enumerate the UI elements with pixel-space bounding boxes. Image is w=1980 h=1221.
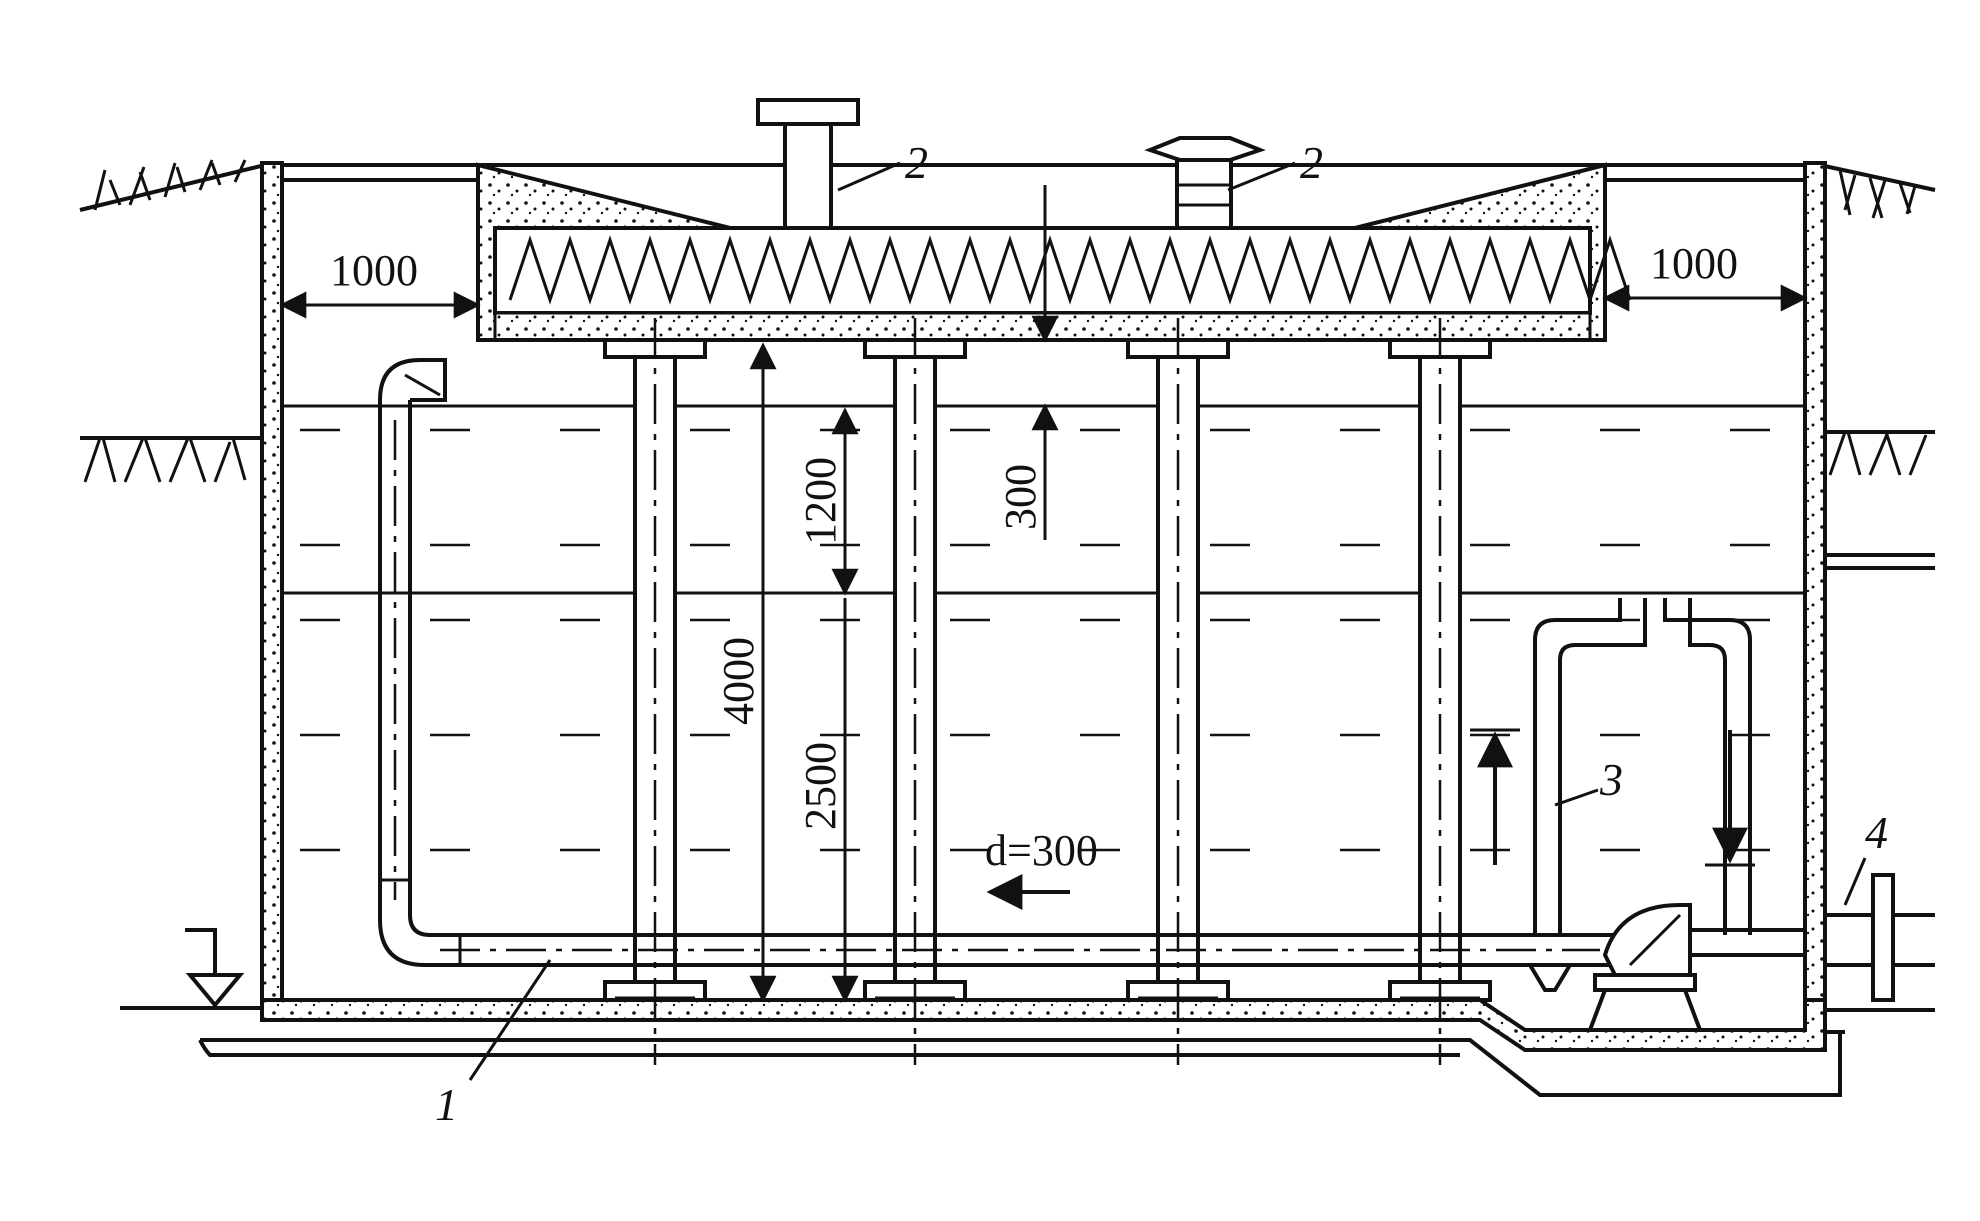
leader-lines	[468, 161, 1867, 1081]
outlet-pipe	[1825, 553, 1935, 1012]
dim-column-height: 4000	[714, 637, 763, 725]
foundation-outline	[200, 1032, 1842, 1097]
support-column	[603, 318, 707, 1065]
callout-outlet: 4	[1865, 807, 1888, 858]
dim-freeboard: 300	[996, 464, 1045, 530]
roof-insulation	[493, 226, 1592, 315]
dim-right-clearance: 1000	[1650, 239, 1738, 288]
dim-upper-band: 1200	[796, 457, 845, 545]
insulation-hatch	[508, 235, 1632, 305]
support-column	[863, 318, 967, 1065]
support-column	[1388, 318, 1492, 1065]
vent-right	[1144, 136, 1266, 230]
left-wall	[260, 161, 284, 1020]
support-column	[1126, 318, 1230, 1065]
ground-surface-left	[79, 159, 266, 212]
siphon-pipe	[1528, 598, 1752, 992]
callout-vent-right: 2	[1300, 137, 1323, 188]
ground-mid-right	[1820, 430, 1935, 476]
ground-mid-left	[80, 436, 265, 483]
ground-level-symbol	[120, 928, 262, 1010]
callout-vent-left: 2	[905, 137, 928, 188]
pump-unit	[1587, 903, 1805, 1032]
dim-pipe-diameter: d=300	[985, 826, 1098, 875]
dimension-lines	[279, 185, 1808, 1003]
inlet-pipe	[378, 358, 1620, 967]
dim-lower-band: 2500	[796, 742, 845, 830]
ground-surface-right	[1819, 163, 1936, 219]
vent-left	[756, 98, 860, 230]
dim-left-clearance: 1000	[330, 246, 418, 295]
floor-slab	[260, 998, 1827, 1052]
right-wall	[1803, 161, 1827, 1020]
support-columns	[603, 318, 1492, 1065]
callout-siphon: 3	[1599, 754, 1623, 805]
callout-pipe: 1	[435, 1079, 458, 1130]
